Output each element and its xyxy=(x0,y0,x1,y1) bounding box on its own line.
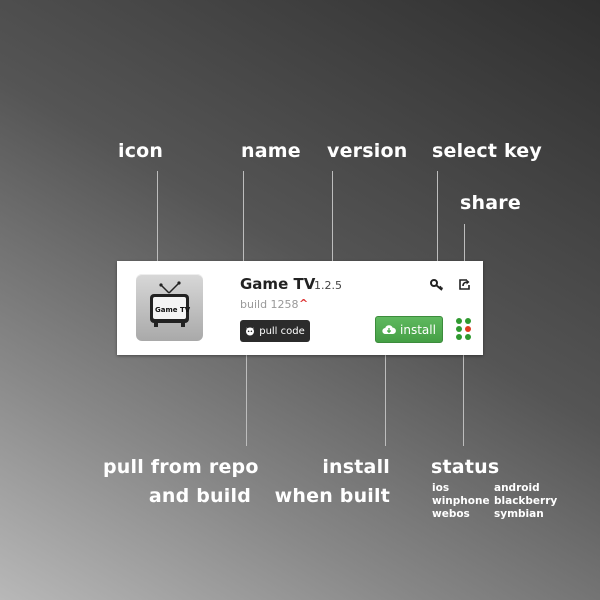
status-dot-winphone xyxy=(456,326,462,332)
github-icon xyxy=(246,327,255,336)
label-install-line2: when built xyxy=(274,485,390,507)
platform-ios: ios xyxy=(432,482,450,494)
status-dot-symbian xyxy=(465,334,471,340)
pull-code-label: pull code xyxy=(259,325,305,337)
key-icon[interactable] xyxy=(430,279,444,291)
status-platform-list: ios android winphone blackberry webos sy… xyxy=(432,482,562,520)
app-name: Game TV xyxy=(240,275,316,293)
connector-pull xyxy=(246,344,247,446)
platform-winphone: winphone xyxy=(432,495,490,507)
connector-version xyxy=(332,171,333,261)
build-number: build 1258 xyxy=(240,298,299,311)
tv-icon-text: Game TV xyxy=(155,306,191,314)
app-version: 1.2.5 xyxy=(314,279,342,292)
label-name: name xyxy=(241,140,301,162)
build-expand-icon[interactable]: ^ xyxy=(299,297,309,310)
install-button[interactable]: install xyxy=(375,316,443,343)
status-dot-android xyxy=(465,318,471,324)
app-icon[interactable]: Game TV xyxy=(136,274,203,341)
label-icon: icon xyxy=(118,140,164,162)
connector-share xyxy=(464,224,465,268)
label-share: share xyxy=(460,192,521,214)
connector-icon xyxy=(157,171,158,261)
label-status: status xyxy=(431,456,500,478)
platform-webos: webos xyxy=(432,508,470,520)
platform-android: android xyxy=(494,482,540,494)
connector-install xyxy=(385,344,386,446)
cloud-download-icon xyxy=(382,325,396,335)
pull-code-button[interactable]: pull code xyxy=(240,320,310,342)
status-dot-webos xyxy=(456,334,462,340)
status-dot-ios xyxy=(456,318,462,324)
connector-select-key xyxy=(437,171,438,266)
label-pull-line1: pull from repo xyxy=(103,456,259,478)
status-dot-blackberry xyxy=(465,326,471,332)
platform-blackberry: blackberry xyxy=(494,495,558,507)
platform-symbian: symbian xyxy=(494,508,544,520)
install-label: install xyxy=(400,322,436,337)
label-version: version xyxy=(327,140,408,162)
connector-status xyxy=(463,346,464,446)
share-icon[interactable] xyxy=(458,278,471,291)
label-install-line1: install xyxy=(322,456,390,478)
tv-icon: Game TV xyxy=(150,281,191,327)
build-status-dots xyxy=(456,318,474,342)
label-select-key: select key xyxy=(432,140,542,162)
label-pull-line2: and build xyxy=(148,485,251,507)
app-card: Game TV Game TV 1.2.5 build 1258 ^ pull … xyxy=(117,261,483,355)
connector-name xyxy=(243,171,244,261)
